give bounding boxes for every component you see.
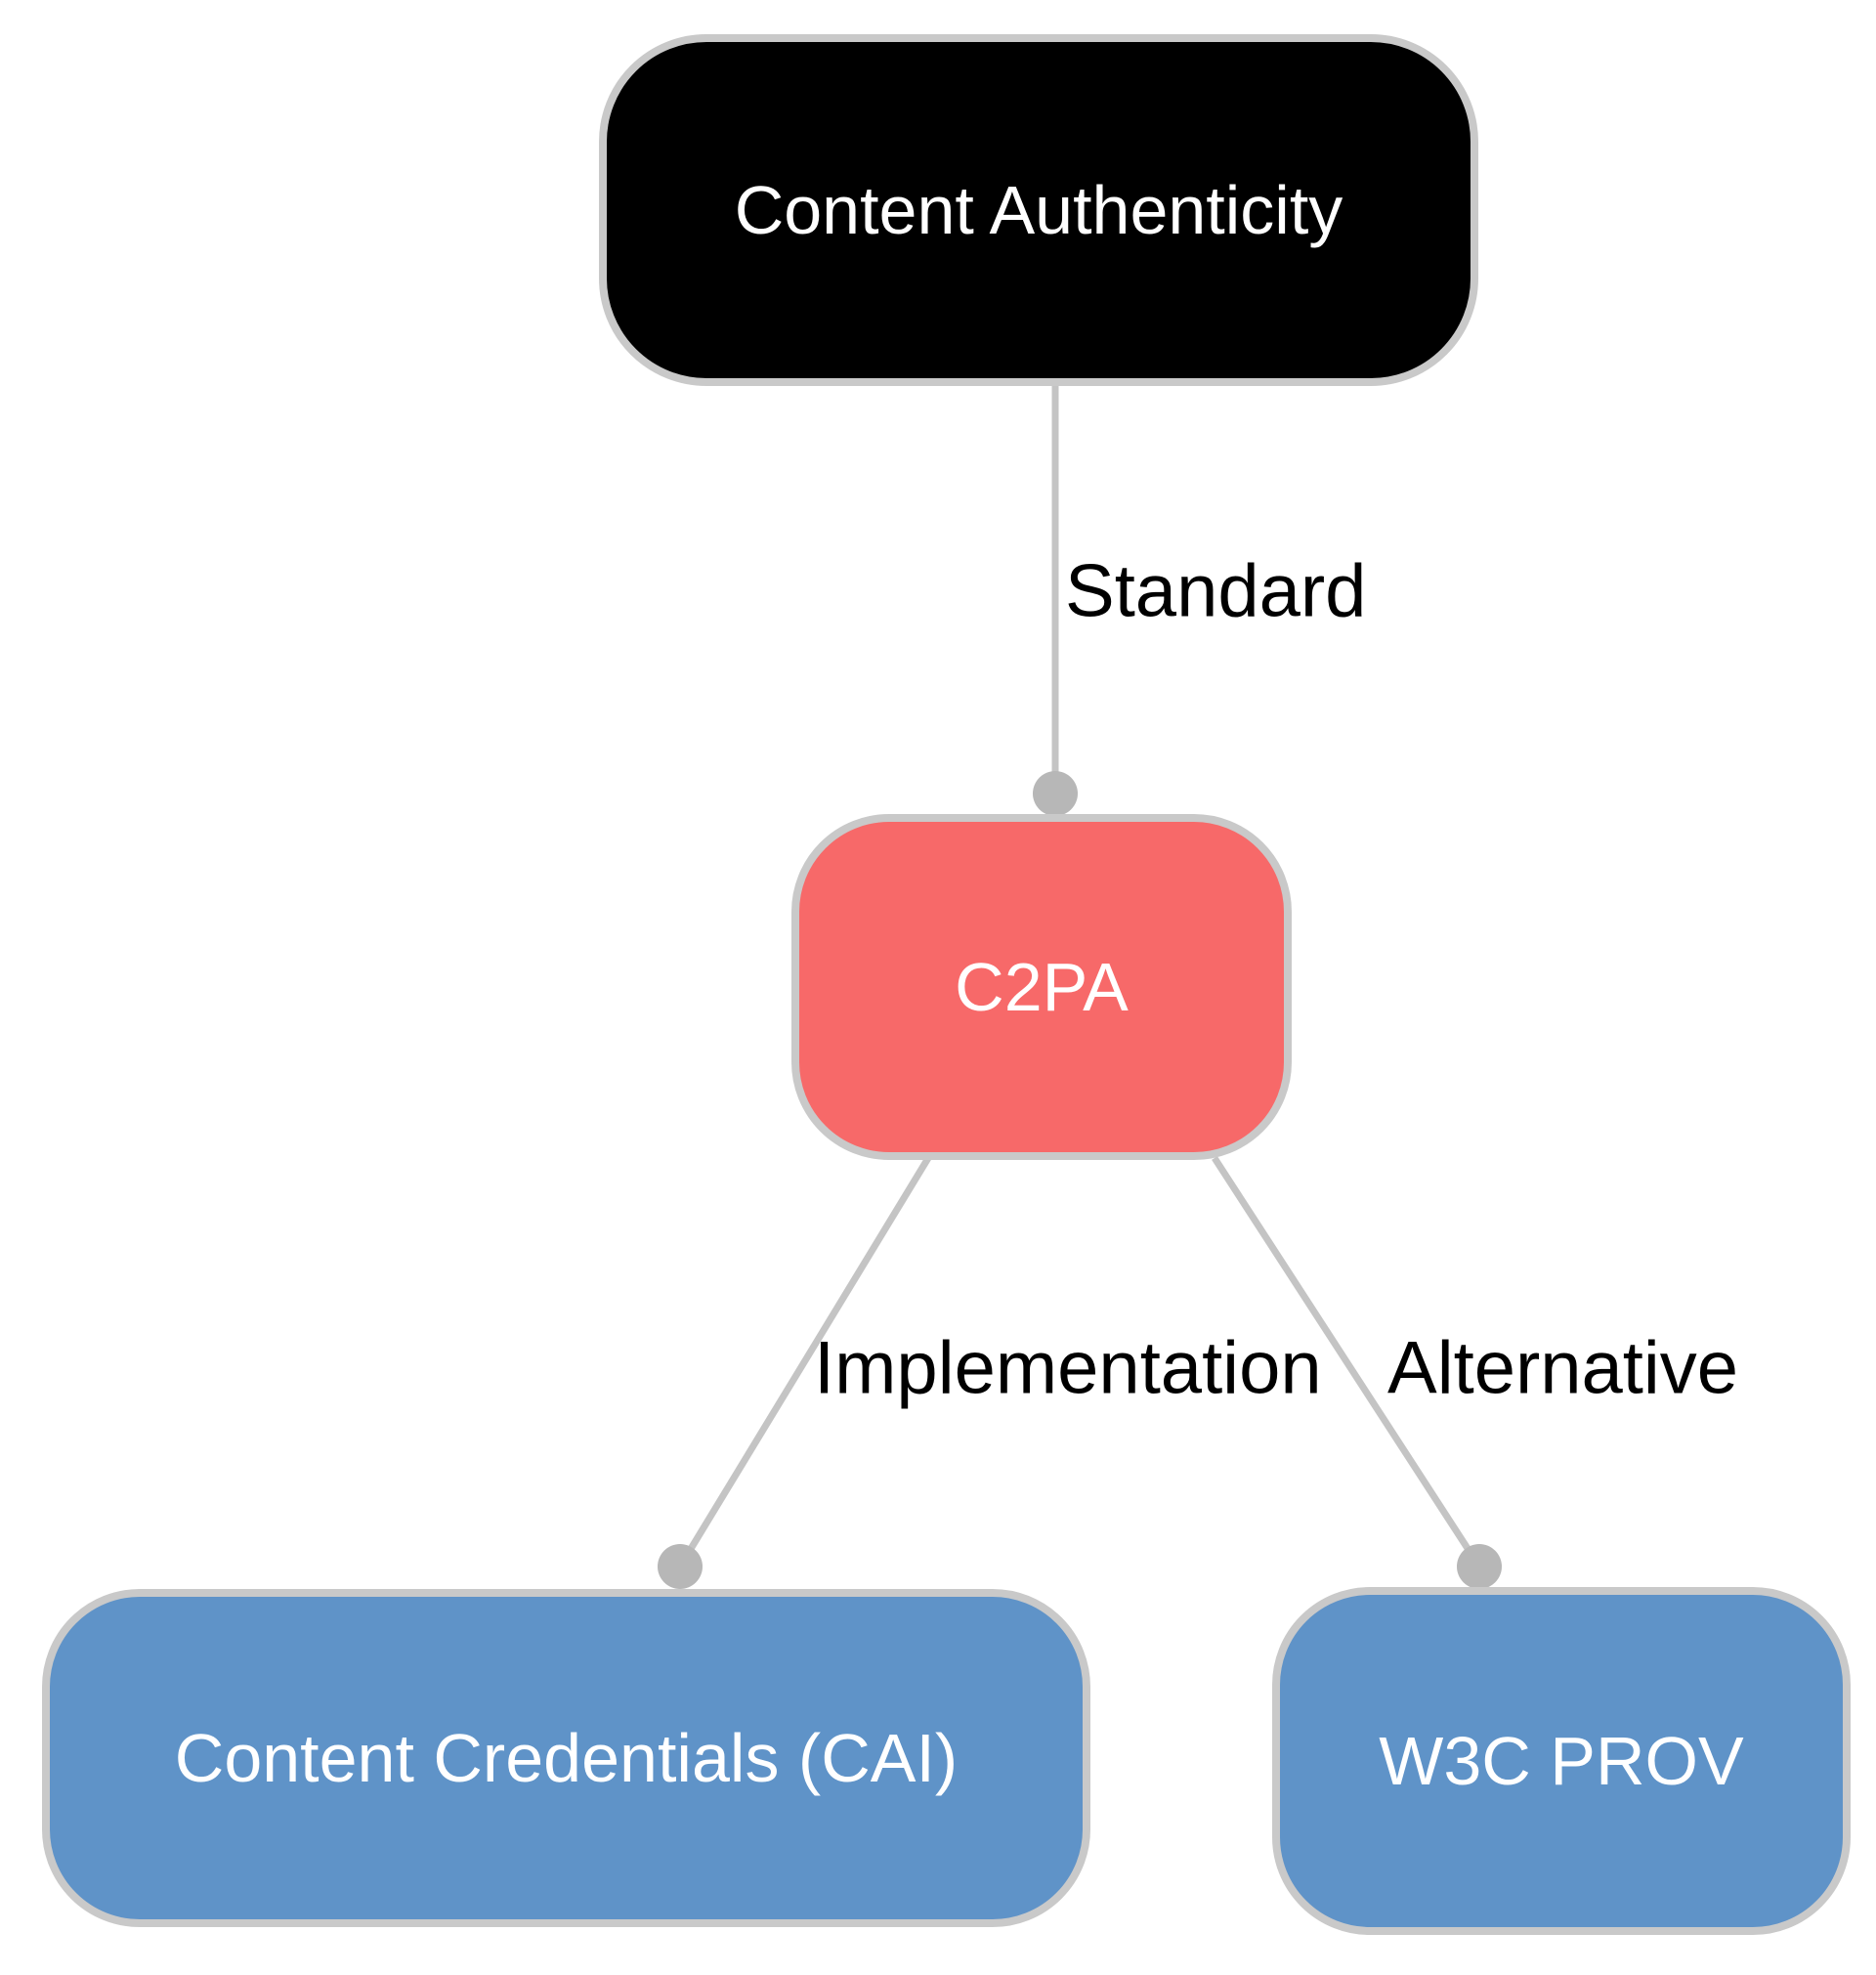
- edge-standard-arrow-dot: [1033, 771, 1078, 816]
- node-c2pa-label: C2PA: [955, 948, 1129, 1025]
- node-content-credentials: Content Credentials (CAI): [42, 1589, 1090, 1927]
- edge-alternative-arrow-dot: [1457, 1544, 1502, 1589]
- edge-alternative-line: [1212, 1156, 1482, 1568]
- edge-label-implementation: Implementation: [814, 1326, 1322, 1410]
- node-w3c-prov-label: W3C PROV: [1379, 1722, 1744, 1799]
- edge-implementation-line: [677, 1156, 931, 1568]
- node-w3c-prov: W3C PROV: [1272, 1587, 1851, 1935]
- edge-implementation-arrow-dot: [658, 1544, 703, 1589]
- node-content-credentials-label: Content Credentials (CAI): [174, 1719, 959, 1796]
- node-content-authenticity: Content Authenticity: [599, 34, 1478, 386]
- edge-label-standard: Standard: [1065, 549, 1367, 633]
- edge-label-alternative: Alternative: [1387, 1326, 1739, 1410]
- node-content-authenticity-label: Content Authenticity: [734, 171, 1343, 248]
- node-c2pa: C2PA: [791, 814, 1292, 1160]
